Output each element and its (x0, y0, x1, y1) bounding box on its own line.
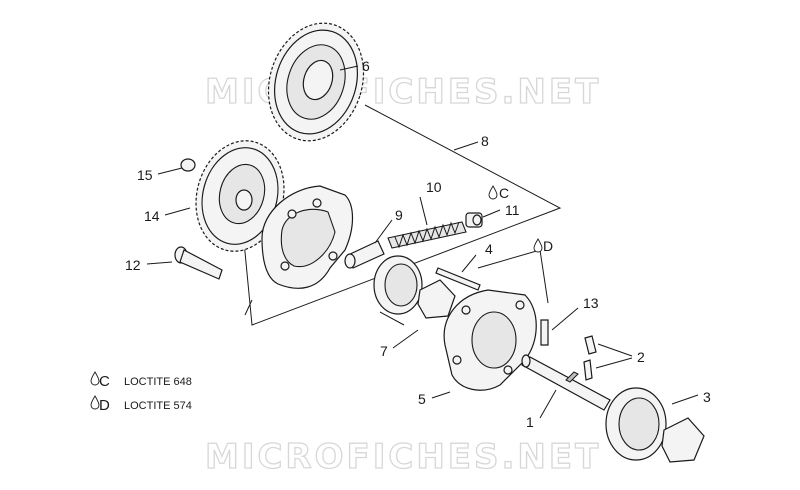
callout-5: 5 (418, 391, 426, 407)
marker-c: C (488, 185, 509, 201)
gear-large (267, 22, 365, 142)
gear-hub (235, 189, 253, 211)
drop-icon (90, 395, 100, 410)
locating-pins (583, 335, 597, 381)
svg-text:LOCTITE 574: LOCTITE 574 (124, 400, 192, 412)
callout-3: 3 (703, 389, 711, 405)
callout-4: 4 (485, 241, 493, 257)
callout-2: 2 (637, 349, 645, 365)
pump-cover (443, 289, 537, 391)
rotor-set-upper (373, 255, 456, 319)
callout-10: 10 (426, 179, 442, 195)
callout-13: 13 (583, 295, 599, 311)
drop-icon (533, 238, 543, 253)
drop-icon (488, 185, 498, 200)
watermark-top: MICROFICHES.NET (205, 72, 601, 112)
legend: C LOCTITE 648 D LOCTITE 574 (90, 371, 192, 414)
svg-text:C: C (499, 185, 509, 201)
callout-9: 9 (395, 207, 403, 223)
relief-piston (344, 240, 385, 269)
relief-spring (387, 221, 467, 249)
relief-plug (465, 212, 483, 228)
callout-15: 15 (137, 167, 153, 183)
callout-7: 7 (380, 343, 388, 359)
svg-text:D: D (543, 238, 553, 254)
drive-pin (540, 319, 549, 346)
rotor-set-lower (605, 387, 705, 463)
gear-small (195, 140, 285, 252)
callout-12: 12 (125, 257, 141, 273)
watermark-bottom: MICROFICHES.NET (205, 437, 601, 477)
svg-text:LOCTITE 648: LOCTITE 648 (124, 376, 192, 388)
circlip (180, 158, 196, 172)
marker-d: D (533, 238, 553, 254)
dowel-pin (435, 267, 481, 291)
drop-icon (90, 371, 100, 386)
callout-14: 14 (144, 208, 160, 224)
callout-1: 1 (526, 414, 534, 430)
legend-item-c: C LOCTITE 648 (90, 371, 192, 390)
legend-item-d: D LOCTITE 574 (90, 395, 192, 414)
pump-body (261, 185, 354, 289)
callout-8: 8 (481, 133, 489, 149)
pump-shaft (521, 354, 611, 411)
callout-11: 11 (505, 202, 520, 218)
svg-text:D: D (99, 397, 110, 414)
svg-text:C: C (99, 373, 110, 390)
screw (174, 246, 223, 280)
callout-6: 6 (362, 58, 370, 74)
